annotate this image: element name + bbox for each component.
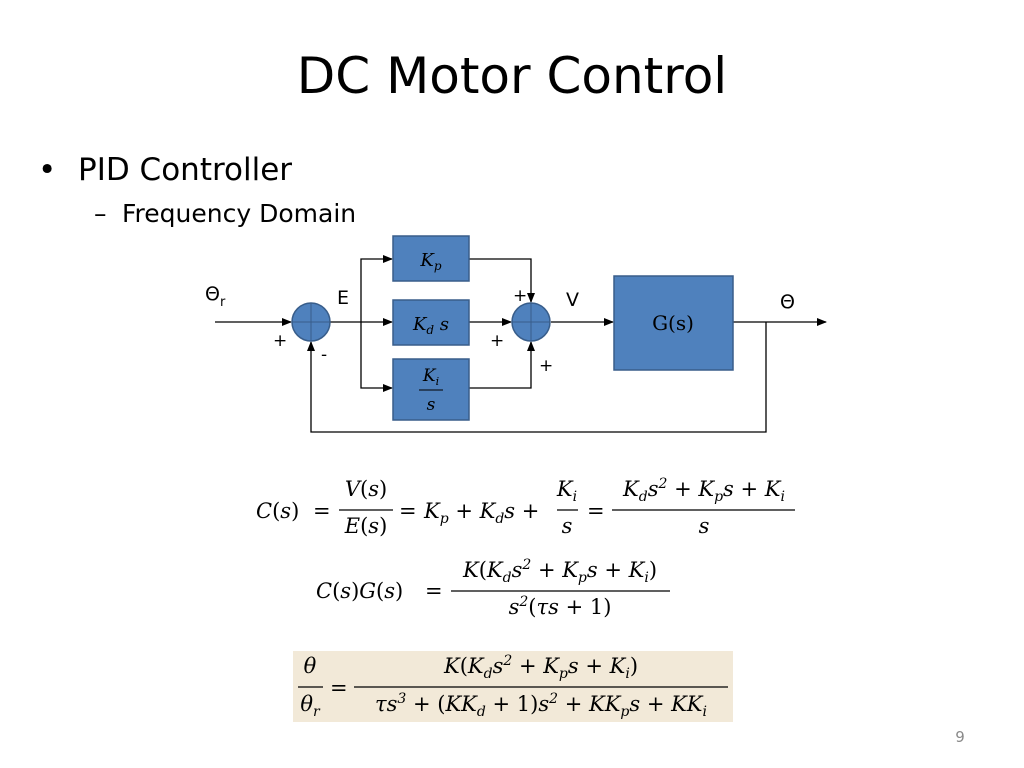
svg-text:=: = (425, 579, 443, 603)
ki-to-sum2 (469, 341, 535, 389)
svg-text:s2(τs + 1): s2(τs + 1) (509, 594, 612, 619)
input-label: Θr (205, 283, 226, 310)
svg-text:E(s): E(s) (344, 514, 388, 538)
kd-label: Kd s (412, 314, 449, 337)
wire-to-kp (360, 255, 393, 322)
summing-junction-1 (291, 302, 331, 342)
svg-text:V(s): V(s) (345, 477, 387, 501)
wire-to-ki (360, 322, 393, 392)
plant-label: G(s) (652, 311, 694, 335)
sum2-plus-left: + (490, 331, 504, 351)
svg-text:Kds2 + Kps + Ki: Kds2 + Kps + Ki (622, 476, 785, 505)
svg-text:K(Kds2 + Kps + Ki): K(Kds2 + Kps + Ki) (462, 557, 657, 586)
svg-text:=: = (313, 499, 331, 523)
signal-wires (215, 255, 827, 433)
svg-text:=: = (587, 499, 605, 523)
svg-text:τs3 + (KKd + 1)s2 + KKps + KKi: τs3 + (KKd + 1)s2 + KKps + KKi (375, 691, 707, 720)
svg-text:Kp + Kds +: Kp + Kds + (423, 499, 539, 527)
svg-text:Ki: Ki (556, 477, 577, 505)
ki-numerator: Ki (422, 366, 439, 388)
svg-text:θ: θ (304, 654, 317, 678)
plant-block (613, 275, 734, 371)
equation-1: C(s) = V(s) E(s) = Kp + Kds + Ki s = Kds… (256, 476, 795, 538)
svg-text:K(Kds2 + Kps + Ki): K(Kds2 + Kps + Ki) (443, 653, 638, 682)
summing-junction-2 (511, 302, 551, 342)
voltage-label: V (566, 289, 579, 311)
slide-title: DC Motor Control (296, 47, 728, 105)
ki-denominator: s (427, 395, 436, 415)
sum2-plus-bottom: + (539, 356, 553, 376)
equation-3: θ θr = K(Kds2 + Kps + Ki) τs3 + (KKd + 1… (298, 653, 728, 720)
svg-text:=: = (399, 499, 417, 523)
sub-bullet-text: Frequency Domain (122, 199, 357, 228)
sub-bullet-item: –Frequency Domain (94, 198, 356, 230)
equation-2: C(s)G(s) = K(Kds2 + Kps + Ki) s2(τs + 1) (316, 557, 670, 619)
svg-text:C(s)G(s): C(s)G(s) (316, 579, 403, 603)
svg-text:=: = (330, 676, 348, 700)
kp-to-sum2 (469, 258, 535, 303)
sub-bullet-marker: – (94, 199, 107, 228)
feedback-wire (307, 322, 767, 433)
error-label: E (337, 287, 349, 309)
svg-text:s: s (699, 514, 710, 538)
output-label: Θ (780, 291, 795, 313)
bullet-marker: • (38, 152, 57, 188)
bullet-item: • PID Controller (38, 150, 292, 190)
kd-block (392, 299, 470, 346)
svg-text:C(s): C(s) (256, 499, 299, 523)
sum1-plus-sign: + (273, 331, 287, 351)
kp-block (392, 235, 470, 282)
sum1-minus-sign: - (321, 345, 327, 365)
svg-text:s: s (562, 514, 573, 538)
sum2-plus-top: + (513, 286, 527, 306)
bullet-text: PID Controller (78, 152, 293, 188)
page-number: 9 (955, 728, 965, 746)
